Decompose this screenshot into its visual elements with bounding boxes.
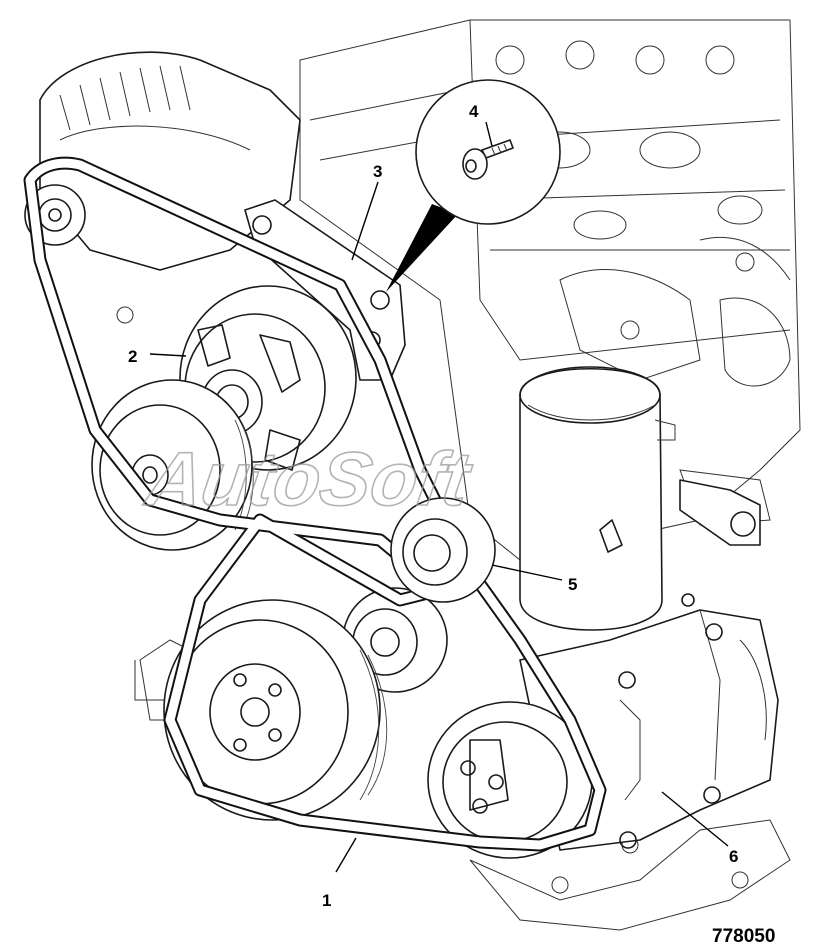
callout-2: 2	[128, 347, 137, 366]
callout-3: 3	[373, 162, 382, 181]
sensor	[679, 479, 761, 546]
watermark: AutoSoft	[140, 437, 478, 522]
bolt-detail-magnifier	[386, 79, 561, 292]
idler-pulley	[390, 497, 496, 603]
callout-6: 6	[729, 847, 738, 866]
callout-5: 5	[568, 575, 577, 594]
crankshaft-pulley	[91, 379, 254, 551]
oil-filter	[519, 366, 676, 631]
callout-4: 4	[469, 102, 479, 121]
leader-lines	[149, 121, 729, 873]
bolt-icon	[462, 139, 514, 180]
drawing-number: 778050	[712, 926, 775, 947]
callout-1: 1	[322, 891, 331, 910]
